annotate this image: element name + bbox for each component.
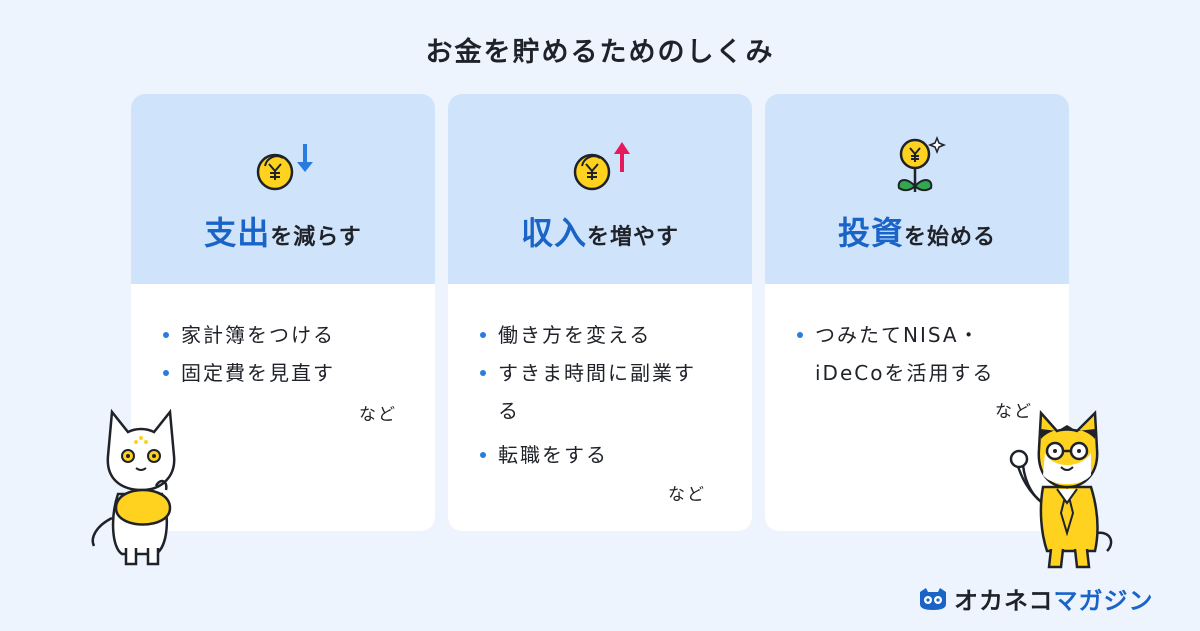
card-title-main: 収入 [520,214,587,252]
card-title: 投資を始める [765,208,1069,254]
list-item: つみたてNISA・iDeCoを活用する [793,316,1015,392]
list-item: 働き方を変える [476,316,726,354]
card-title: 支出を減らす [131,208,435,254]
card-header: 投資を始める [765,94,1069,284]
list-item: 固定費を見直す [159,354,419,392]
brand-logo: オカネコマガジン [918,583,1154,615]
card-title-sub: を始める [904,225,997,250]
okaneko-logo-icon [920,588,946,610]
card-title-sub: を増やす [587,225,680,250]
card-list: 働き方を変える すきま時間に副業する 転職をする [476,316,726,474]
logo-text-magazine: マガジン [1053,586,1154,615]
coin-arrow-up-icon [573,142,630,191]
list-item: すきま時間に副業する [476,354,698,430]
coin-arrow-down-icon [256,144,313,191]
list-item: 転職をする [476,436,726,474]
card-reduce-spending: 支出を減らす 家計簿をつける 固定費を見直す など [131,94,435,531]
card-title: 収入を増やす [448,208,752,254]
card-title-main: 投資 [837,214,904,252]
page-title: お金を貯めるためのしくみ [425,37,775,68]
list-item: 家計簿をつける [159,316,419,354]
card-header: 収入を増やす [448,94,752,284]
card-note: など [668,485,706,505]
card-note: など [995,402,1033,422]
card-header: 支出を減らす [131,94,435,284]
card-list: 家計簿をつける 固定費を見直す [159,316,419,392]
card-list: つみたてNISA・iDeCoを活用する [793,316,1013,392]
cat-mascot-wallet [91,408,176,566]
card-title-main: 支出 [204,214,271,252]
coin-flower-icon [897,135,947,192]
logo-text-okaneko: オカネコ [954,586,1054,615]
cat-mascot-suit [1009,409,1113,569]
card-note: など [359,405,397,425]
card-increase-income: 収入を増やす 働き方を変える すきま時間に副業する 転職をする など [448,94,752,531]
card-title-sub: を減らす [270,225,362,250]
